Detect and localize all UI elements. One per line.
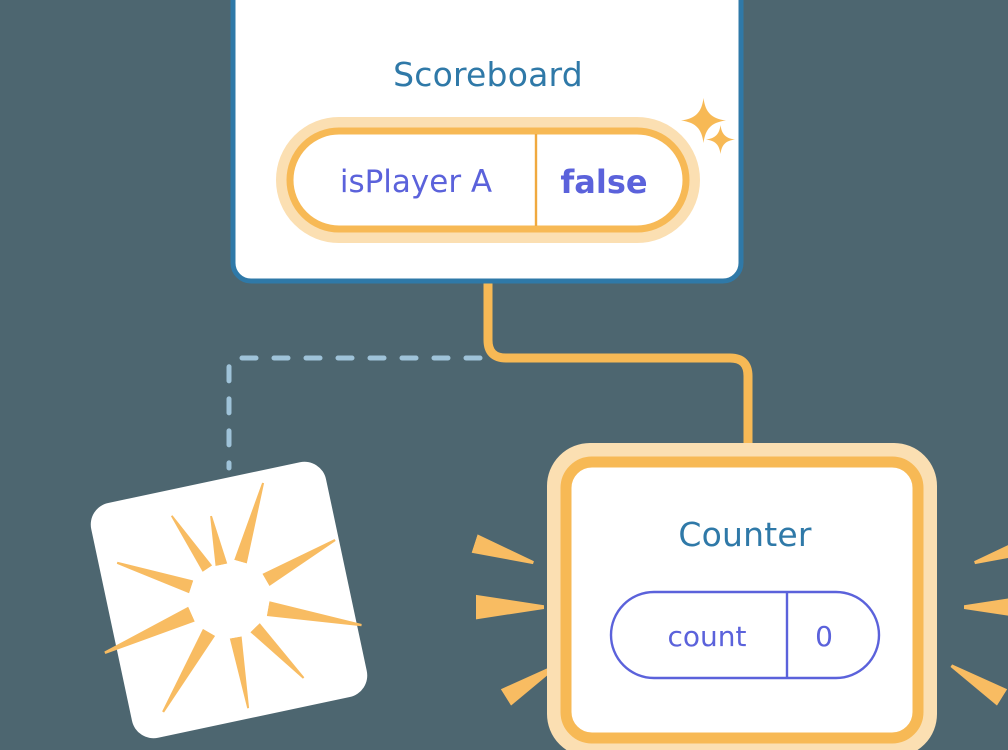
counter-pill-outline [609, 590, 881, 680]
re-rendering-card[interactable] [73, 456, 379, 745]
scoreboard-card-title: Scoreboard [393, 55, 583, 94]
counter-pill-key: count [668, 620, 747, 653]
scoreboard-pill-outer-glow [276, 117, 700, 243]
scoreboard-card[interactable]: Scoreboard isPlayer A false [230, 0, 744, 284]
orange-connector-line [483, 278, 753, 470]
scoreboard-state-pill[interactable]: isPlayer A false [276, 117, 700, 243]
scoreboard-pill-outline [286, 127, 690, 233]
counter-pill-value: 0 [815, 620, 833, 653]
connector-scoreboard-to-ghost-card [226, 355, 483, 471]
scoreboard-pill-value: false [560, 163, 647, 201]
re-rendering-card-body [90, 461, 368, 739]
scoreboard-pill-key: isPlayer A [340, 164, 492, 200]
dashed-connector-line [226, 355, 483, 471]
counter-card-title: Counter [678, 515, 812, 554]
counter-state-pill[interactable]: count 0 [609, 590, 881, 680]
counter-card-outer-glow [547, 443, 937, 750]
counter-card[interactable]: Counter count 0 [547, 443, 937, 750]
connector-scoreboard-to-counter [483, 278, 753, 470]
